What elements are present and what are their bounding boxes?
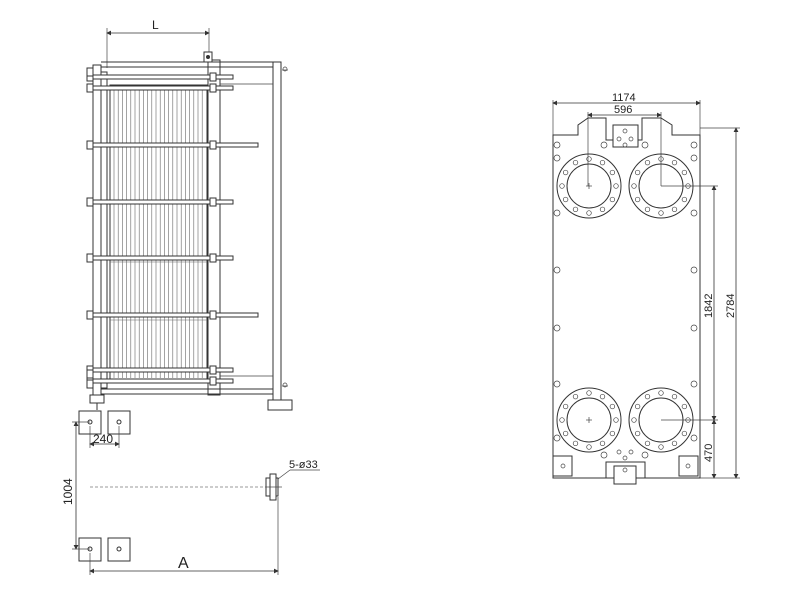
frame-plate-outline xyxy=(552,117,701,479)
front-view: 1174 596 xyxy=(552,92,740,485)
footprint-view: 240 1004 5-ø33 A xyxy=(61,410,320,575)
port-bottom-right xyxy=(628,387,718,453)
fixed-frame-plate xyxy=(92,64,102,396)
pressure-plate xyxy=(207,59,221,396)
side-view: L xyxy=(86,18,293,411)
foot-spacing-label: 240 xyxy=(93,432,113,446)
front-foot-right xyxy=(678,455,699,477)
plate-lines xyxy=(110,87,207,378)
overall-height-label: 2784 xyxy=(725,294,737,318)
front-foot-left xyxy=(552,455,573,477)
bolt-spec-label: 5-ø33 xyxy=(289,459,318,471)
support-column xyxy=(272,61,282,411)
frame-bolt-holes xyxy=(553,141,698,459)
frame-span-label: A xyxy=(178,555,189,572)
bottom-port-height-label: 470 xyxy=(703,444,715,462)
foot-depth-label: 1004 xyxy=(61,478,75,505)
foot-pad-bottom-right xyxy=(107,537,131,562)
port-top-right xyxy=(628,153,718,219)
port-vertical-spacing-label: 1842 xyxy=(703,294,715,318)
port-spacing-label: 596 xyxy=(614,104,632,116)
frame-length-label: L xyxy=(152,18,159,32)
port-top-left xyxy=(556,153,622,219)
overall-width-label: 1174 xyxy=(612,92,636,104)
plate-pack xyxy=(109,84,208,382)
port-bottom-left xyxy=(556,387,622,453)
